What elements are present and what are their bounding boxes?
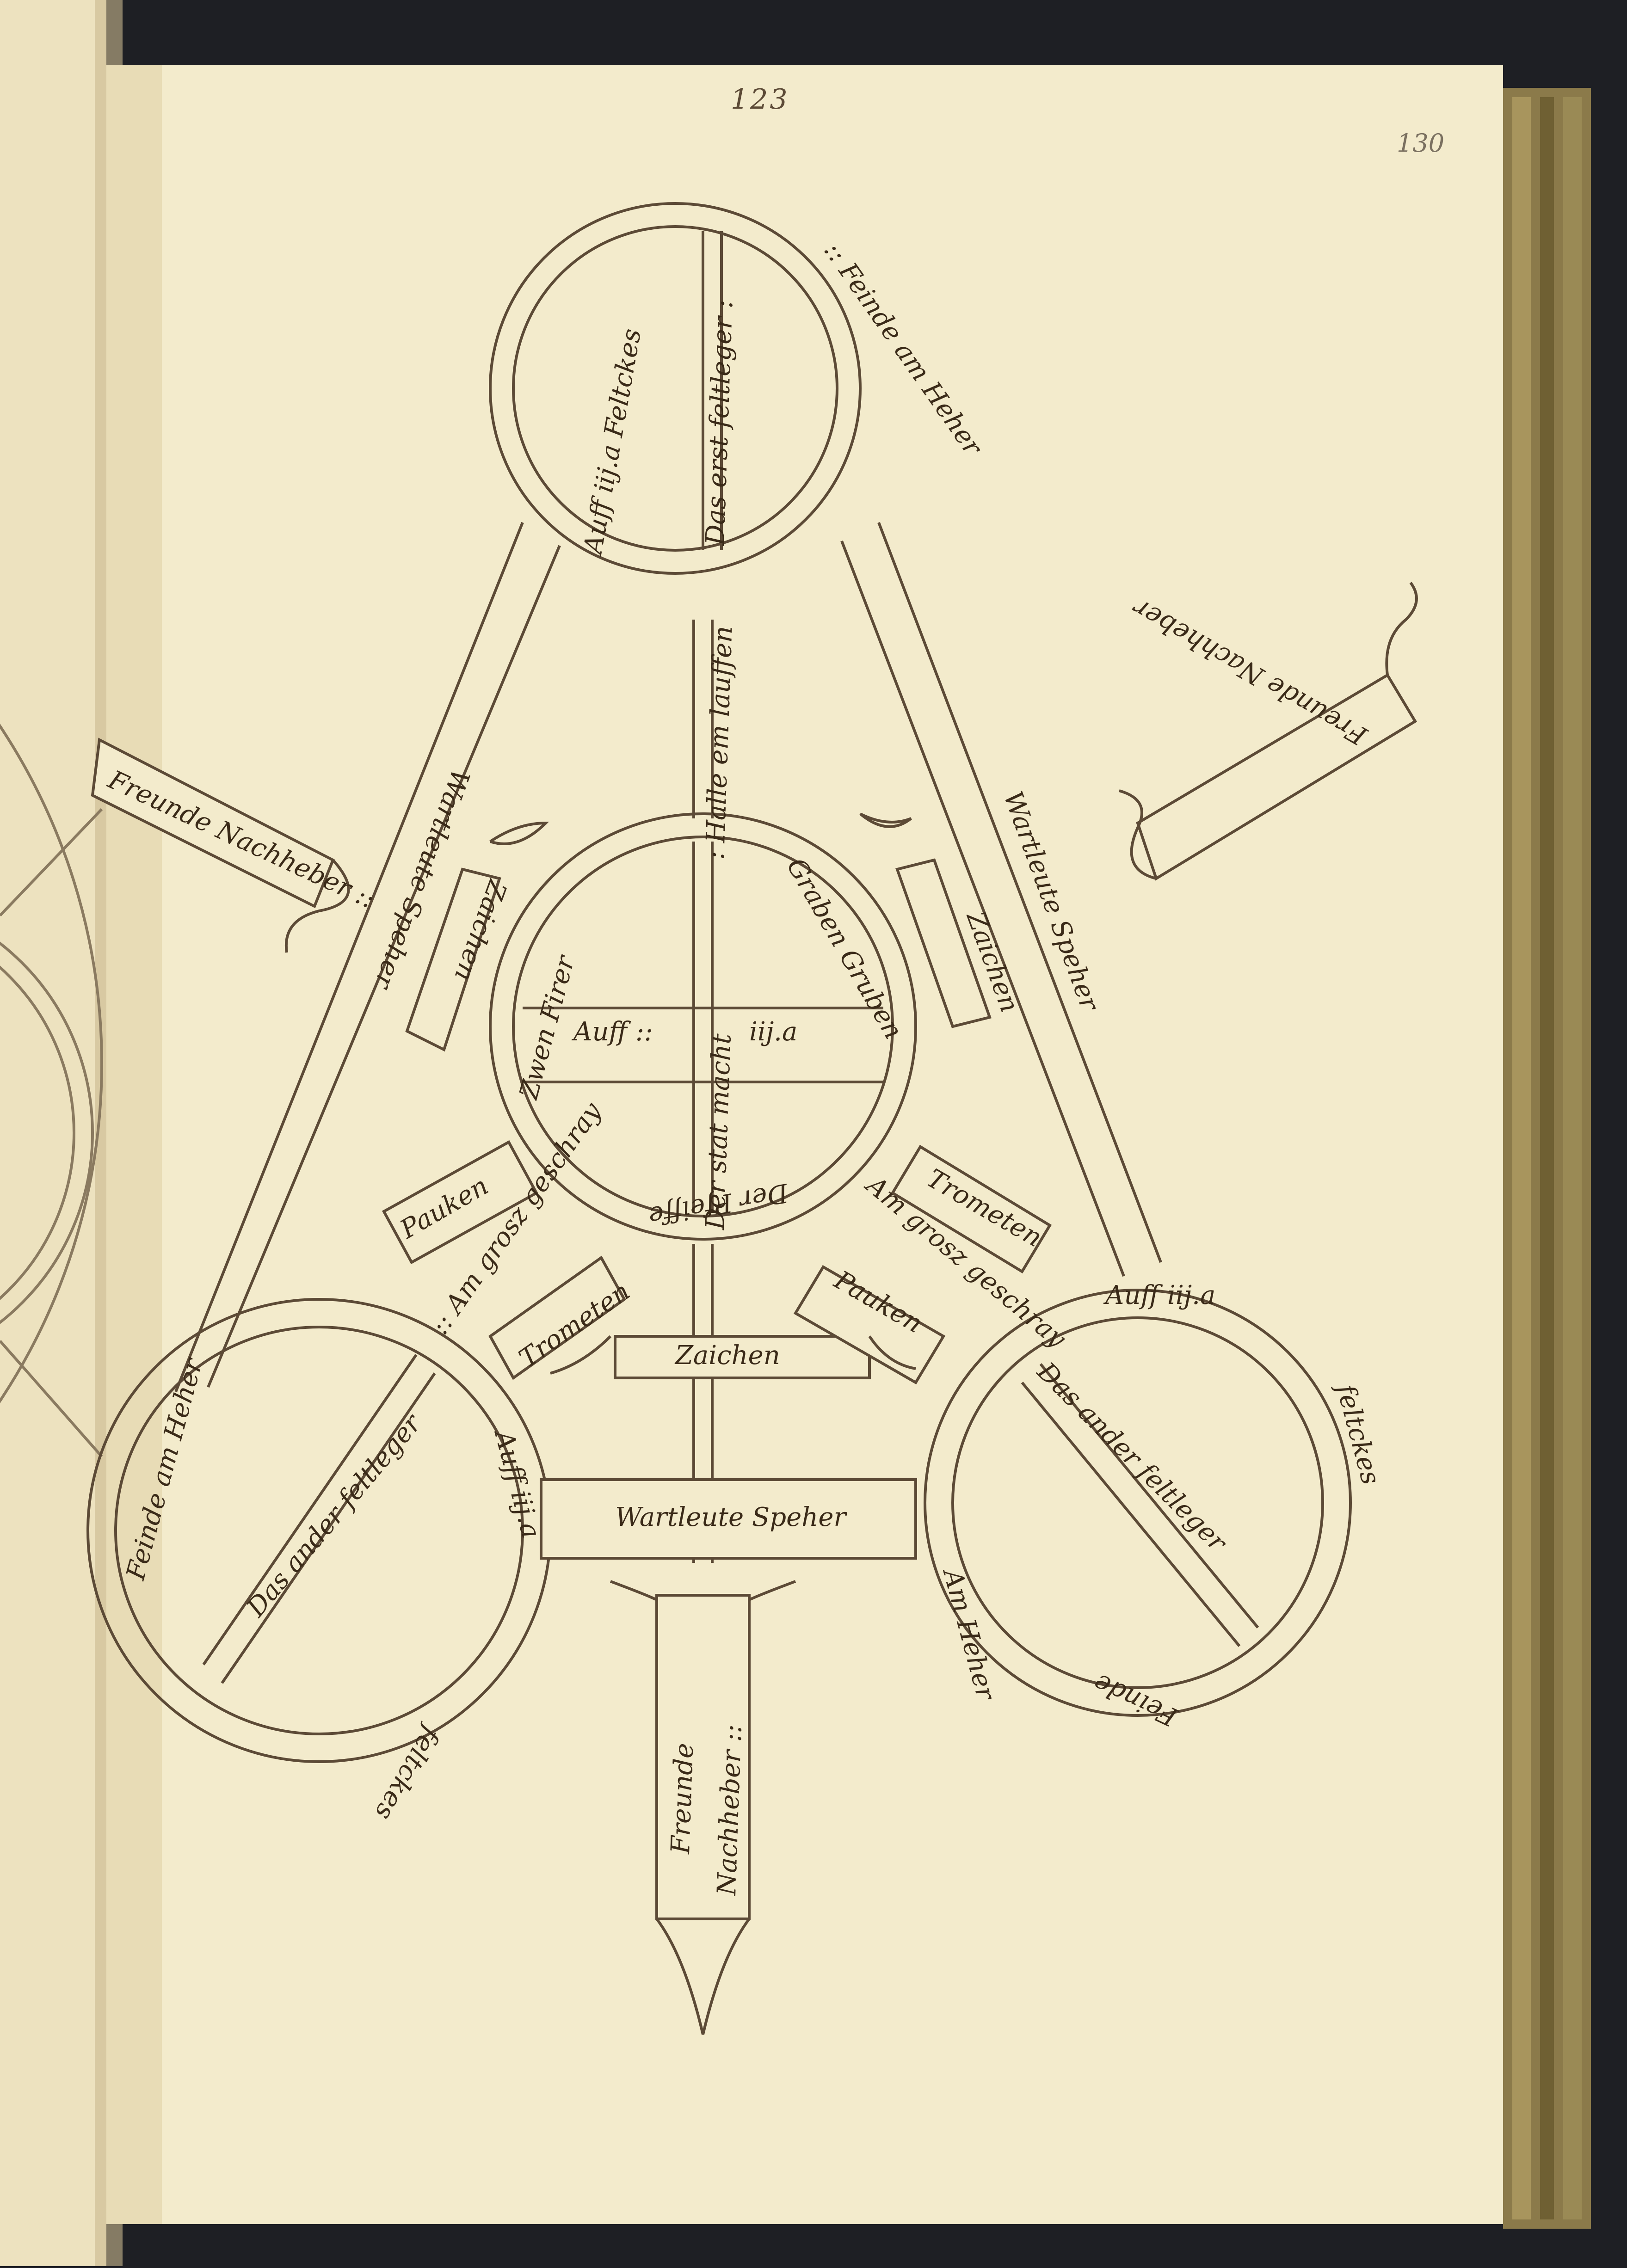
left-page-edge <box>0 0 106 2266</box>
diagram <box>174 522 1162 1563</box>
right-circle-rim-top: Auff iij.a <box>1103 1280 1215 1310</box>
left-page-circle-outer <box>0 724 103 1403</box>
banner-bottom-stem-1: Freunde <box>666 1742 699 1855</box>
center-circle-left-word: Auff :: <box>571 1017 653 1047</box>
page-number: 130 <box>1397 129 1445 158</box>
lower-left-circle <box>86 1298 552 1763</box>
lower-right-circle <box>924 1289 1352 1717</box>
banner-bottom-bar: Wartleute Speher <box>615 1502 847 1532</box>
manuscript-number: 123 <box>731 83 789 116</box>
banner-bottom-stem-2: Nachheber :: <box>712 1724 748 1897</box>
page-parchment <box>106 65 1503 2224</box>
banner-middle: Zaichen <box>674 1340 780 1371</box>
left-page-circle-diagram <box>0 808 103 1457</box>
center-circle <box>489 812 917 1241</box>
center-circle-bar-center: Der stat macht <box>700 1033 737 1230</box>
page-gutter-shade <box>106 65 162 2224</box>
top-circle <box>489 202 862 575</box>
connector-boxes <box>382 1140 1052 1560</box>
banners <box>91 582 1418 2035</box>
center-circle-right-word: iij.a <box>749 1017 797 1047</box>
